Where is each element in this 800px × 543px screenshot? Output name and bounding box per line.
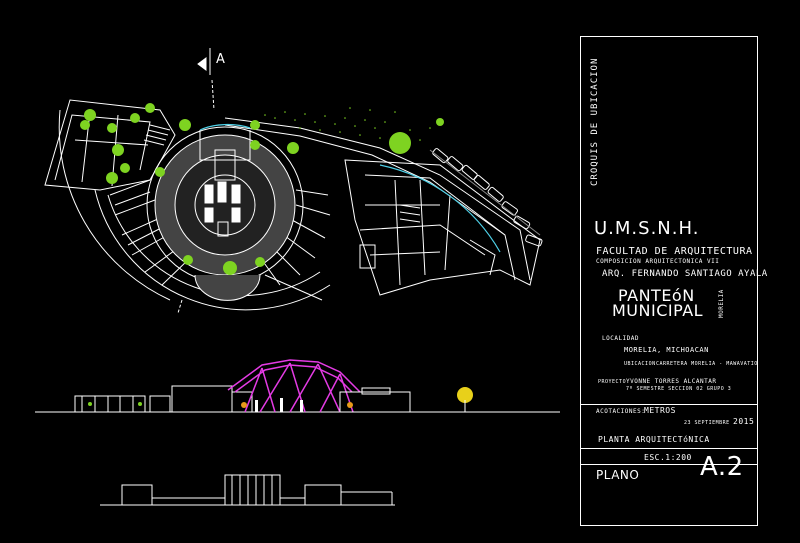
drawing-title: PLANTA ARQUITECTóNICA [598, 435, 710, 444]
proyecto-value: YVONNE TORRES ALCANTAR [626, 378, 717, 385]
rotunda-furniture [204, 181, 241, 237]
elevation [35, 359, 560, 413]
block-left [171, 385, 233, 413]
outer-ring-arc [94, 189, 331, 311]
parking-cars [432, 148, 543, 247]
garden-dots [264, 107, 431, 141]
tree-elevation-icon [457, 387, 473, 403]
front-elevation [100, 474, 395, 506]
site-plan [44, 48, 543, 314]
acotaciones-value: METROS [644, 406, 676, 415]
date-prefix: 23 SEPTIEMBRE [684, 420, 730, 426]
canopy-roof [227, 359, 361, 413]
acotaciones-label: ACOTACIONES: [596, 408, 646, 415]
faculty-name: FACULTAD DE ARQUITECTURA [596, 246, 753, 257]
project-title-line1: PANTEóN [618, 286, 695, 305]
trees [80, 103, 444, 275]
scale-label: ESC.1:200 [644, 453, 692, 462]
title-block [580, 36, 758, 526]
course-name: COMPOSICION ARQUITECTONICA VII [596, 258, 720, 265]
plano-label: PLANO [596, 468, 640, 482]
date-year: 2015 [733, 417, 755, 426]
left-fence [74, 395, 146, 413]
section-marker-label: A [216, 52, 225, 67]
people-icon [255, 398, 303, 412]
vertical-title: CROQUIS DE UBICACION [590, 57, 600, 186]
professor-name: ARQ. FERNANDO SANTIAGO AYALA [602, 269, 768, 279]
section-cut-line [211, 79, 215, 111]
section-arrow-icon [197, 57, 207, 71]
project-side-label: MORELIA [718, 289, 725, 318]
glass-curtain [379, 164, 501, 253]
semestre-value: 7º SEMESTRE SECCION 02 GRUPO 3 [626, 386, 732, 392]
left-wing [44, 99, 176, 191]
walkway-edge [224, 117, 531, 281]
project-title-line2: MUNICIPAL [612, 301, 704, 320]
entrance-hall [214, 149, 236, 181]
ubicacion-value: CARRETERA MORELIA - MAWAVATIO [656, 361, 758, 367]
title-divider-3 [580, 464, 758, 465]
right-stair-icon [399, 204, 421, 223]
block-right [339, 391, 411, 413]
right-wing [344, 159, 541, 296]
ubicacion-label: UBICACION [624, 361, 656, 367]
stair-icon [143, 124, 171, 146]
south-court [194, 274, 261, 301]
localidad-label: LOCALIDAD [602, 335, 640, 342]
proyecto-label: PROYECTO [598, 379, 627, 385]
plano-number: A.2 [700, 452, 744, 482]
entrance-portal [224, 474, 281, 506]
localidad-value: MORELIA, MICHOACAN [624, 346, 709, 354]
orange-elements [241, 402, 353, 408]
title-divider-1 [580, 404, 758, 405]
university-name: U.M.S.N.H. [594, 218, 700, 239]
title-divider-2 [580, 448, 758, 449]
